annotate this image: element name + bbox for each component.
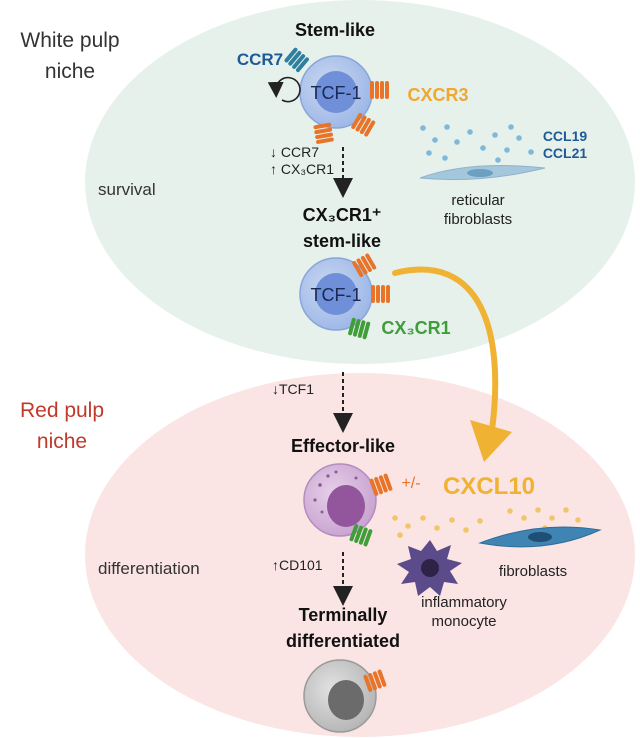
transition-1-ccr7: ↓ CCR7 <box>270 144 319 160</box>
red-pulp-niche <box>85 373 635 737</box>
cxcl10-label: CXCL10 <box>443 473 535 500</box>
terminal-nucleus <box>328 680 364 720</box>
cxcl10-migration-arrow <box>392 266 499 433</box>
terminal-cell <box>303 659 387 733</box>
fibroblasts-label: fibroblasts <box>499 563 567 580</box>
self-renewal-arrow-icon <box>267 76 301 103</box>
inflammatory-monocyte-line1: inflammatory <box>421 594 507 611</box>
white-pulp-niche <box>85 0 635 364</box>
effector-like-title: Effector-like <box>291 436 395 456</box>
cx3cr1-stem-like-title-line1: CX₃CR1⁺ <box>303 205 382 225</box>
white-pulp-label-line1: White pulp <box>20 29 119 52</box>
red-pulp-label-line1: Red pulp <box>20 399 104 422</box>
transition-3-cd101: ↑CD101 <box>272 557 323 573</box>
stem-like-title: Stem-like <box>295 20 375 40</box>
cx3cr1-label: CX₃CR1 <box>381 318 450 338</box>
stem-like-nucleus-label: TCF-1 <box>311 83 362 103</box>
cxcl10-arrowhead-icon <box>470 420 512 462</box>
survival-label: survival <box>98 180 156 199</box>
effector-like-cell <box>303 463 393 547</box>
cxcr3-label: CXCR3 <box>407 85 468 105</box>
ccl19-label: CCL19 <box>543 128 588 144</box>
stem-like-nucleus <box>315 71 357 113</box>
cx3cr1-stem-like-title-line2: stem-like <box>303 231 381 251</box>
inflammatory-monocyte-icon <box>397 540 462 596</box>
reticular-fibroblast-icon <box>419 165 546 181</box>
terminal-title-line1: Terminally <box>299 605 388 625</box>
cxcl10-chemokine-dots <box>392 507 581 538</box>
terminal-title-line2: differentiated <box>286 631 400 651</box>
fibroblast-icon <box>478 526 602 548</box>
inflammatory-monocyte-line2: monocyte <box>431 613 496 630</box>
ccr7-label: CCR7 <box>237 50 283 69</box>
red-pulp-label-line2: niche <box>37 430 87 453</box>
white-pulp-label-line2: niche <box>45 60 95 83</box>
ccl-chemokine-dots <box>420 124 534 163</box>
differentiation-label: differentiation <box>98 559 200 578</box>
reticular-fibroblasts-line2: fibroblasts <box>444 211 512 228</box>
ccl21-label: CCL21 <box>543 145 588 161</box>
reticular-fibroblasts-line1: reticular <box>451 192 504 209</box>
cx3cr1-stem-like-cell: TCF-1 <box>299 252 390 340</box>
effector-nucleus <box>327 485 365 527</box>
cx3cr1-stem-like-nucleus <box>315 273 357 315</box>
cx3cr1-stem-like-nucleus-label: TCF-1 <box>311 285 362 305</box>
effector-receptor-note: +/- <box>401 475 420 492</box>
transition-1-cx3cr1: ↑ CX₃CR1 <box>270 161 334 177</box>
transition-2-tcf1: ↓TCF1 <box>272 381 314 397</box>
